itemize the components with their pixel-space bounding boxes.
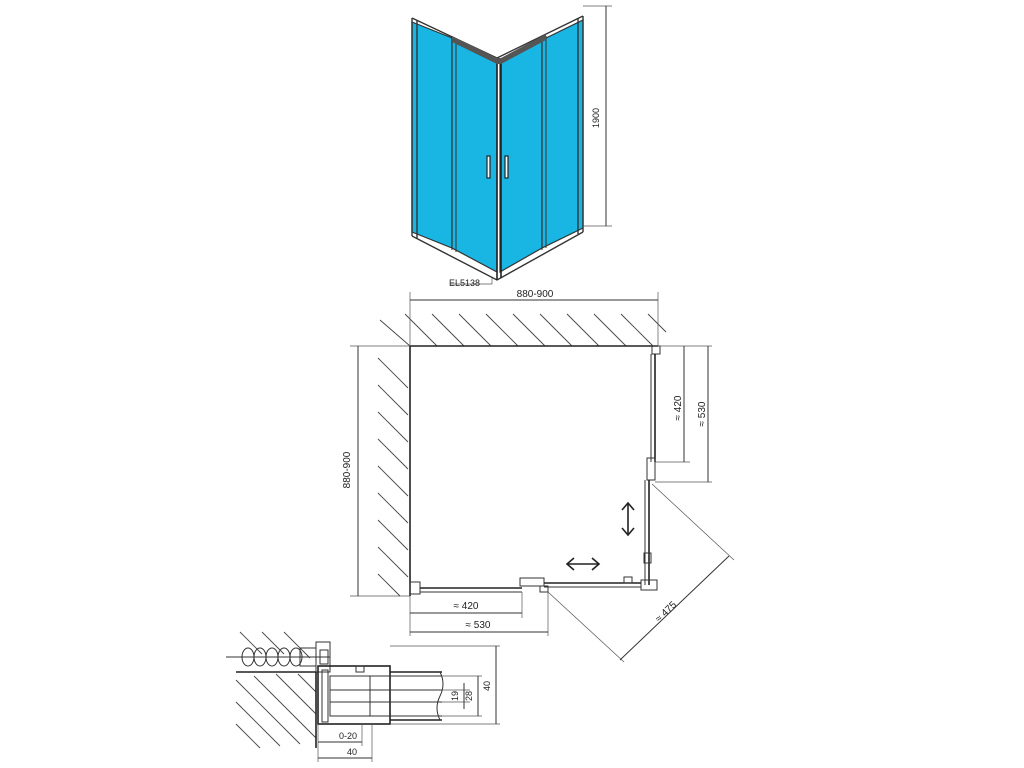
- right-handle: [504, 155, 509, 179]
- detail-19-label: 19: [450, 691, 460, 701]
- top-wall-hatch: [379, 313, 667, 347]
- model-label: EL5138: [449, 278, 480, 288]
- detail-40-height-label: 40: [482, 681, 492, 691]
- height-dimension-label: 1900: [591, 108, 601, 128]
- detail-adjust-label: 0-20: [339, 731, 357, 741]
- plan-view: 880-900 880-900 ≈ 420 ≈ 530 ≈ 420 ≈ 530 …: [342, 289, 735, 663]
- right-glass-panel: [541, 19, 584, 249]
- horizontal-sliding-arrow-icon: [565, 557, 601, 571]
- left-wall-hatch: [377, 357, 409, 597]
- bottom-panel-dimension-label: ≈ 530: [466, 620, 491, 631]
- wall-anchor-screw: [226, 641, 331, 673]
- plan-width-label: 880-900: [517, 289, 554, 300]
- left-glass-panel: [411, 21, 453, 249]
- detail-28-label: 28: [464, 691, 474, 701]
- entry-width-label: ≈ 475: [653, 599, 679, 625]
- left-door-glass: [451, 37, 498, 273]
- plan-depth-label: 880-900: [342, 451, 353, 488]
- detail-40-depth-label: 40: [347, 747, 357, 757]
- profile-detail-view: 19 28 40 0-20 40: [226, 631, 500, 762]
- bottom-door-dimension-label: ≈ 420: [454, 601, 479, 612]
- vertical-sliding-arrow-icon: [621, 501, 635, 537]
- isometric-view: 1900 EL5138: [411, 5, 612, 288]
- right-door-dimension-label: ≈ 420: [673, 395, 684, 420]
- left-handle: [486, 155, 491, 179]
- detail-wall-hatch: [235, 631, 317, 749]
- right-panel-dimension-label: ≈ 530: [697, 401, 708, 426]
